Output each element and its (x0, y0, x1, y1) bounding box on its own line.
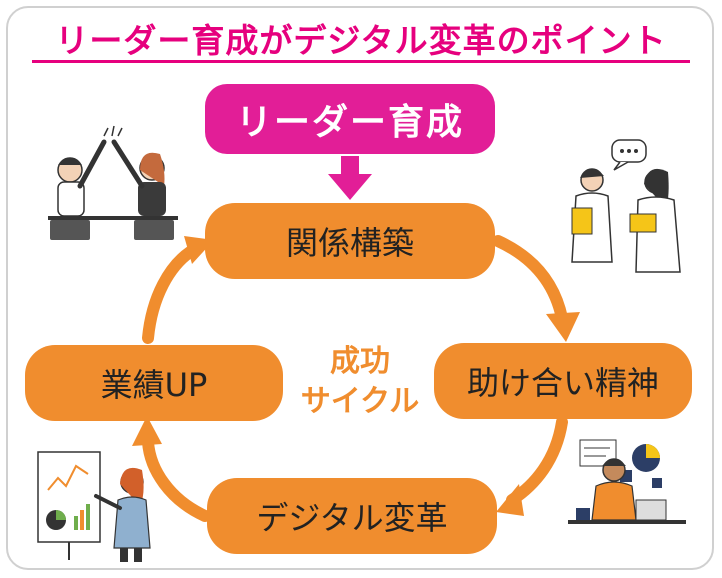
cycle-step-relationship-building: 関係構築 (205, 203, 495, 279)
success-cycle-label-line2: サイクル (300, 384, 420, 419)
presentation-woman-illustration-icon (37, 451, 151, 562)
chatting-women-illustration-icon (571, 139, 681, 273)
title-underline (32, 60, 690, 63)
cycle-step-performance-up: 業績UP (25, 345, 283, 421)
cycle-arrow-3-icon (142, 436, 211, 522)
leader-development-box: リーダー育成 (205, 84, 495, 154)
down-arrow-icon (328, 156, 372, 200)
analytics-worker-illustration-icon (568, 439, 686, 524)
cycle-arrow-2-head-icon (496, 484, 524, 516)
high-five-illustration-icon (48, 125, 178, 240)
cycle-arrow-1-icon (492, 235, 568, 324)
cycle-arrow-4-icon (142, 246, 196, 344)
page-title: リーダー育成がデジタル変革のポイント (55, 21, 667, 60)
success-cycle-label: 成功 サイクル (290, 342, 430, 422)
cycle-arrow-3-head-icon (132, 416, 162, 446)
cycle-step-mutual-support: 助け合い精神 (434, 343, 692, 419)
cycle-arrow-1-head-icon (546, 312, 580, 342)
cycle-step-digital-transformation: デジタル変革 (207, 478, 497, 554)
success-cycle-label-line1: 成功 (330, 344, 390, 379)
